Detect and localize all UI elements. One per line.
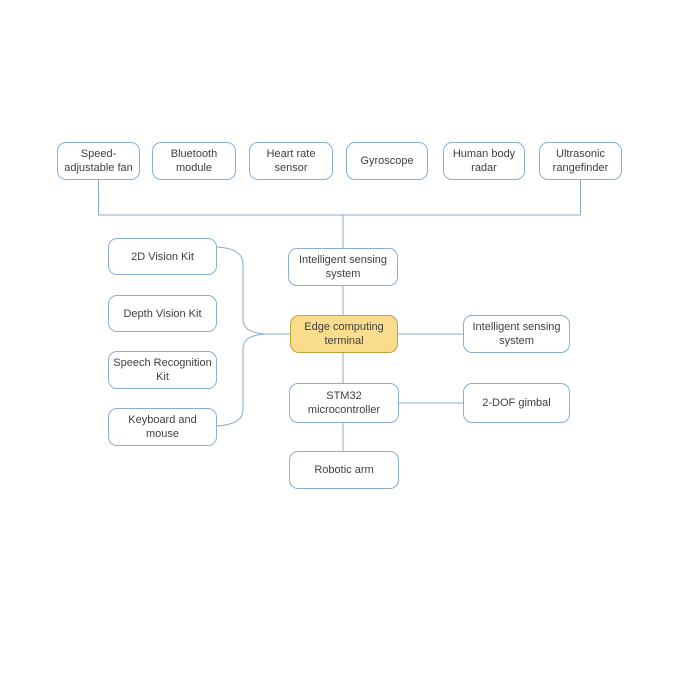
node-robotic-arm: Robotic arm — [289, 451, 399, 489]
node-label: 2-DOF gimbal — [482, 397, 551, 409]
node-label: Heart rate sensor — [266, 148, 316, 174]
node-label: Intelligent sensing system — [472, 321, 561, 347]
node-label: Intelligent sensing system — [298, 254, 388, 280]
node-label: Keyboard and mouse — [128, 414, 197, 440]
node-heart-rate-sensor: Heart rate sensor — [249, 142, 333, 180]
node-label: Human body radar — [452, 148, 516, 174]
node-stm32-microcontroller: STM32 microcontroller — [289, 383, 399, 423]
node-keyboard-and-mouse: Keyboard and mouse — [108, 408, 217, 446]
node-bluetooth-module: Bluetooth module — [152, 142, 236, 180]
node-2d-vision-kit: 2D Vision Kit — [108, 238, 217, 275]
node-speech-recognition-kit: Speech Recognition Kit — [108, 351, 217, 389]
node-label: 2D Vision Kit — [131, 250, 194, 263]
node-depth-vision-kit: Depth Vision Kit — [108, 295, 217, 332]
node-intelligent-sensing-system-top: Intelligent sensing system — [288, 248, 398, 286]
node-label: Ultrasonic rangefinder — [552, 148, 609, 174]
node-label: Speed- adjustable fan — [64, 148, 133, 174]
node-gyroscope: Gyroscope — [346, 142, 428, 180]
node-label: Gyroscope — [360, 155, 414, 167]
node-edge-computing-terminal: Edge computing terminal — [290, 315, 398, 353]
sensor-trunk-connector — [98, 180, 581, 216]
node-ultrasonic-rangefinder: Ultrasonic rangefinder — [539, 142, 622, 180]
node-label: Edge computing terminal — [304, 321, 384, 347]
node-intelligent-sensing-system-right: Intelligent sensing system — [463, 315, 570, 353]
node-label: Speech Recognition Kit — [113, 357, 212, 383]
node-label: STM32 microcontroller — [307, 390, 381, 416]
node-speed-adjustable-fan: Speed- adjustable fan — [57, 142, 140, 180]
left-group-brace — [216, 246, 267, 427]
node-label: Depth Vision Kit — [123, 307, 202, 320]
node-label: Robotic arm — [314, 464, 374, 476]
node-2dof-gimbal: 2-DOF gimbal — [463, 383, 570, 423]
node-human-body-radar: Human body radar — [443, 142, 525, 180]
node-label: Bluetooth module — [170, 148, 218, 174]
